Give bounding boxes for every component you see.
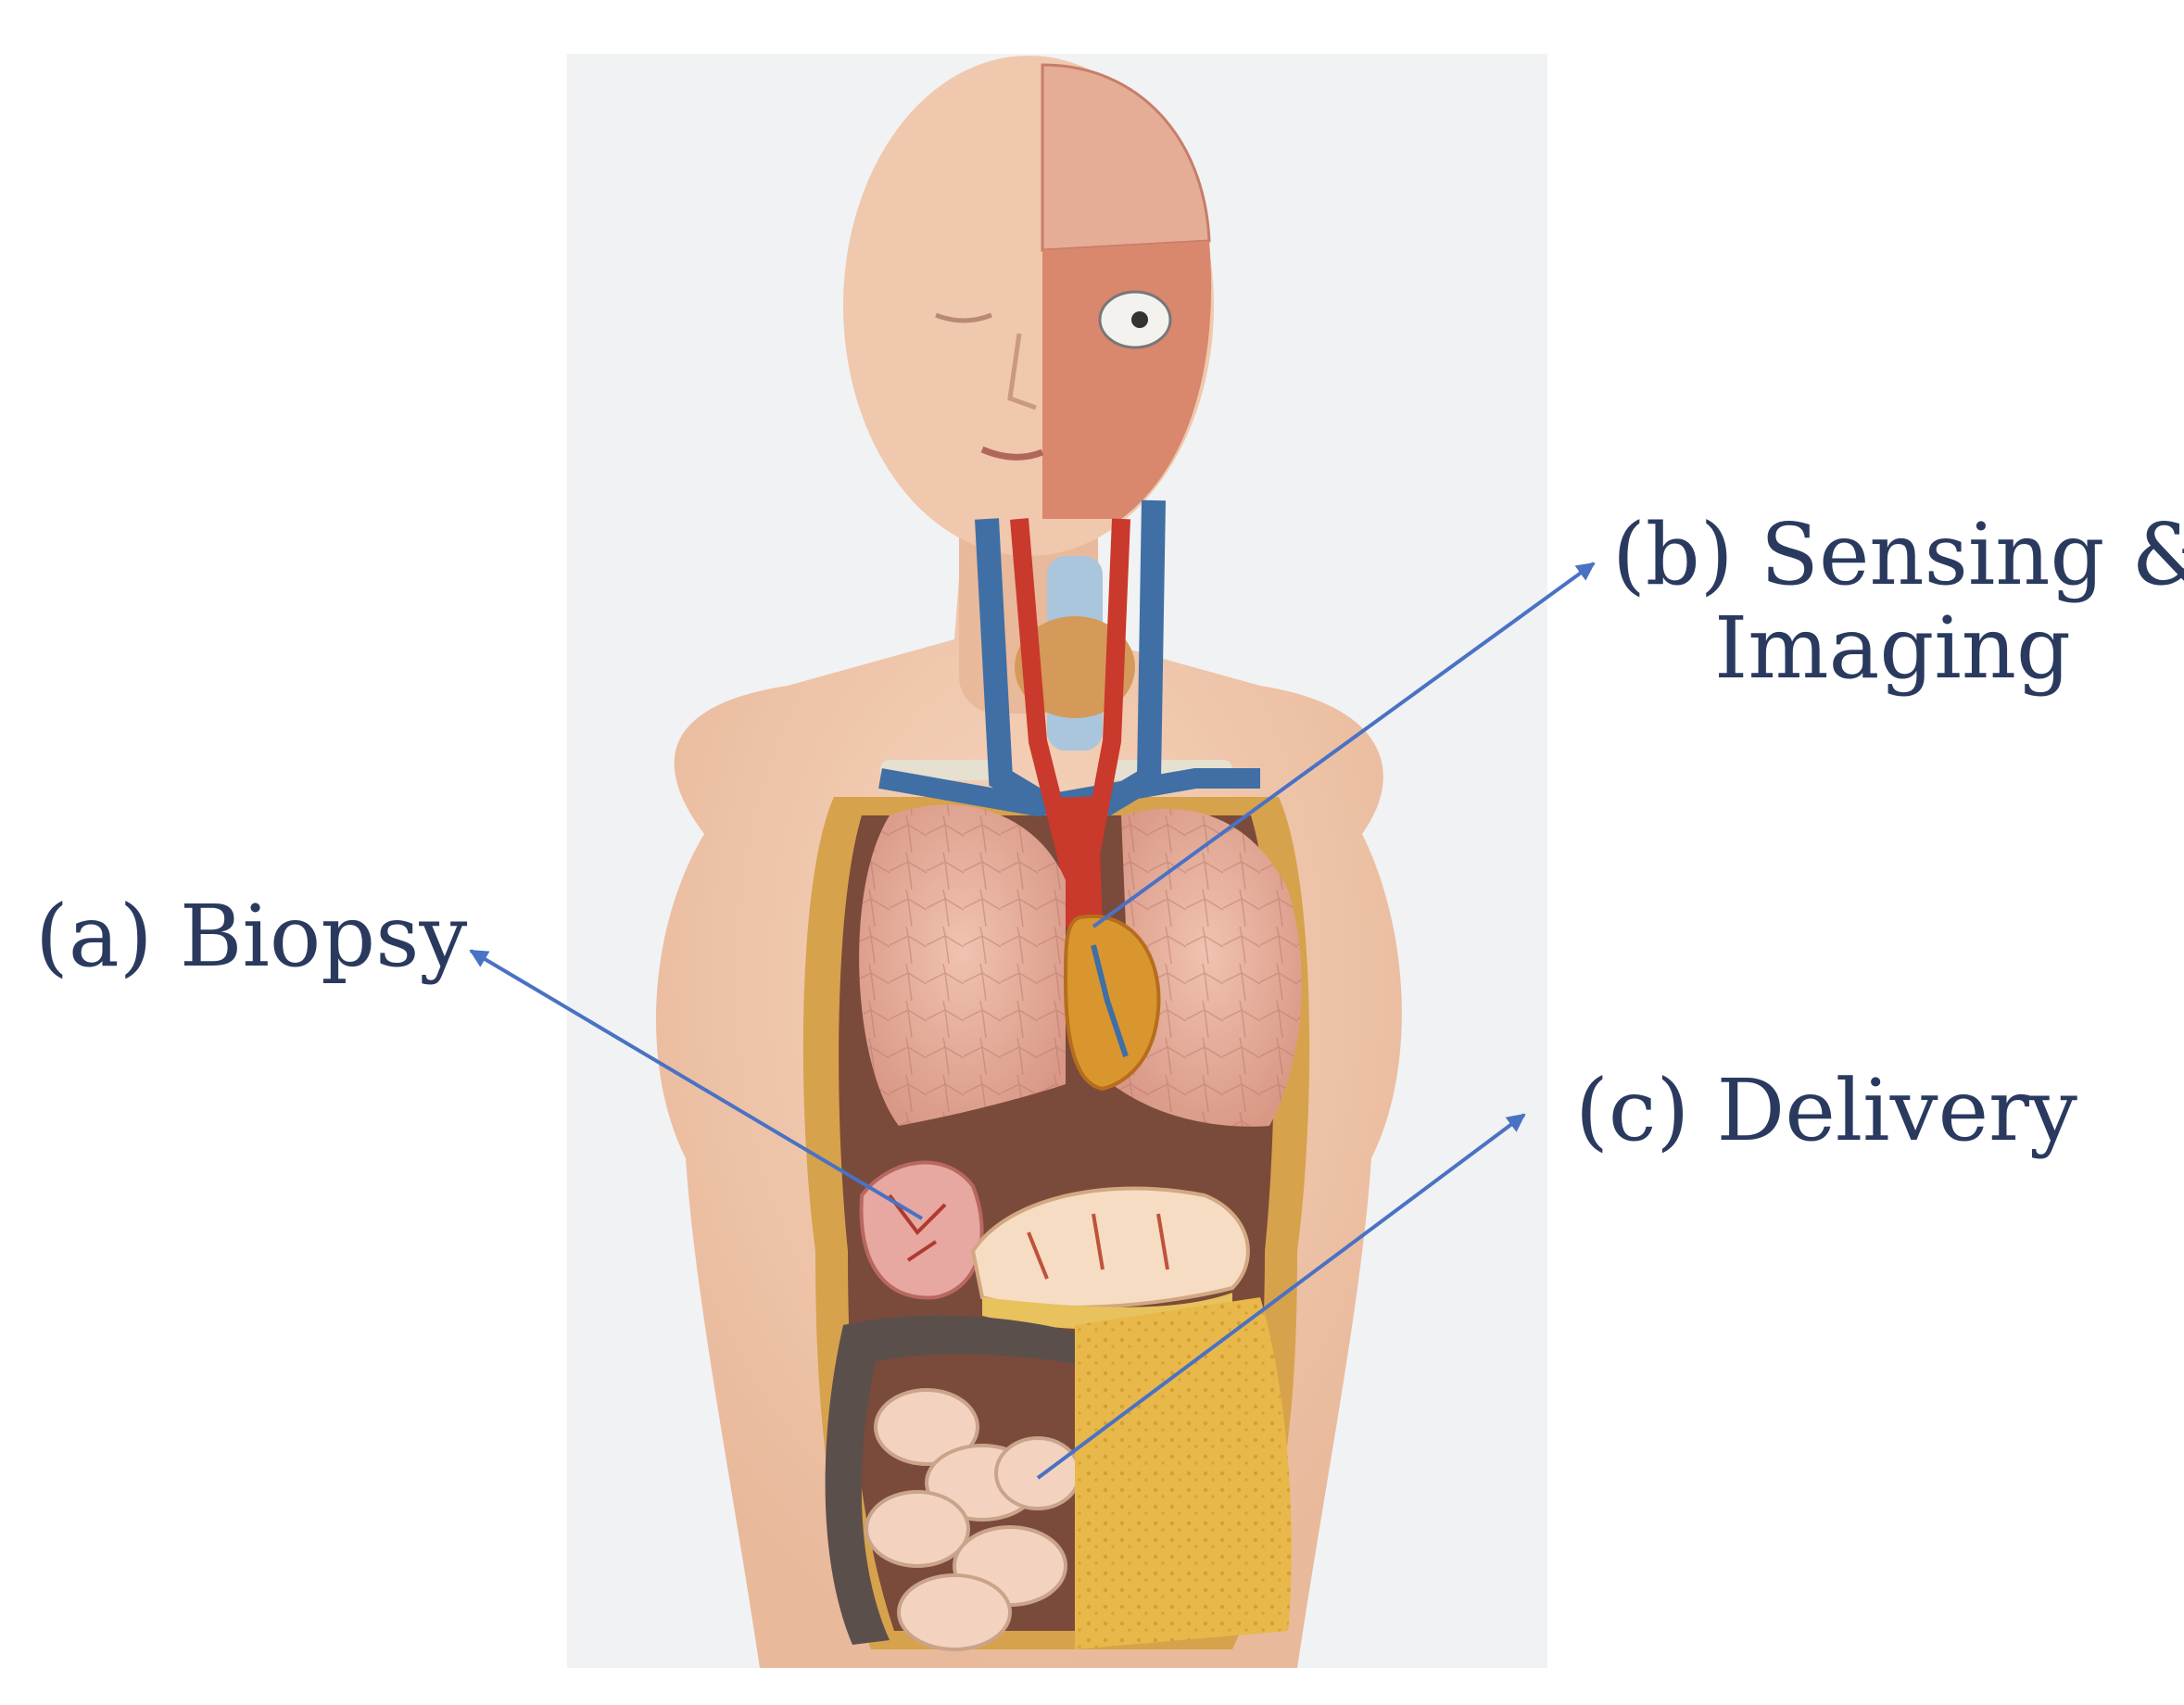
sensing-imaging-label: (b) Sensing & Imaging [1612, 508, 2184, 695]
subclavian-vein [878, 768, 1260, 817]
omentum-texture [1075, 1297, 1292, 1649]
brain-half [1041, 63, 1211, 252]
nose [1007, 333, 1037, 410]
lung-left-texture [1112, 808, 1302, 1127]
biopsy-label: (a) Biopsy [35, 887, 468, 986]
small-intestine [865, 1388, 1081, 1651]
pupil [1131, 311, 1148, 328]
sensing-label-line2: Imaging [1714, 599, 2071, 699]
aorta [1061, 796, 1103, 928]
biopsy-arrow [469, 949, 924, 1220]
mouth [980, 446, 1044, 461]
coronary-vessel [1091, 944, 1129, 1057]
closed-eye [935, 312, 992, 323]
stomach-vessels [1027, 1213, 1169, 1280]
sensing-label-line1: (b) Sensing & [1612, 505, 2184, 604]
lung-right-texture [859, 804, 1066, 1126]
liver-vessels [888, 1194, 947, 1262]
delivery-label: (c) Delivery [1575, 1061, 2077, 1160]
heart [1063, 914, 1161, 1092]
sensing-arrow [1092, 562, 1596, 928]
delivery-arrow [1036, 1113, 1526, 1480]
anatomy-photo [567, 54, 1547, 1668]
